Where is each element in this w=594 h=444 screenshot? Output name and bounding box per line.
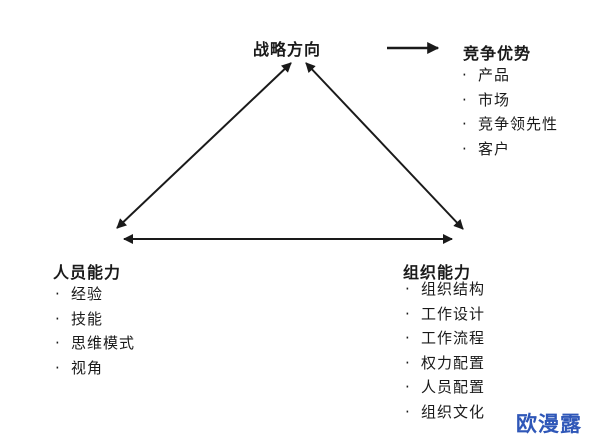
competitive-advantage-title: 竞争优势 bbox=[463, 44, 532, 63]
list-item: ·工作流程 bbox=[405, 326, 485, 351]
list-item: ·权力配置 bbox=[405, 351, 485, 376]
list-item: ·组织结构 bbox=[405, 277, 485, 302]
bullet-icon: · bbox=[55, 309, 61, 328]
bullet-icon: · bbox=[55, 285, 61, 303]
competitive-advantage-list: ·产品 ·市场 ·竞争领先性 ·客户 bbox=[462, 63, 558, 161]
list-item: ·思维模式 bbox=[55, 331, 135, 356]
list-item: ·视角 bbox=[55, 356, 135, 381]
list-item: ·人员配置 bbox=[405, 375, 485, 400]
bullet-icon: · bbox=[462, 66, 468, 84]
list-item: ·产品 bbox=[462, 63, 558, 88]
list-item: ·竞争领先性 bbox=[462, 112, 558, 137]
watermark-logo: 欧漫露 bbox=[516, 412, 582, 436]
people-capability-list: ·经验 ·技能 ·思维模式 ·视角 bbox=[55, 282, 135, 380]
bullet-icon: · bbox=[55, 334, 61, 353]
bullet-icon: · bbox=[405, 280, 411, 298]
bullet-icon: · bbox=[405, 304, 411, 323]
bullet-icon: · bbox=[462, 90, 468, 109]
arrow-strategy-to-organization bbox=[305, 62, 464, 230]
organizational-capability-list: ·组织结构 ·工作设计 ·工作流程 ·权力配置 ·人员配置 ·组织文化 bbox=[405, 277, 485, 425]
bullet-icon: · bbox=[405, 329, 411, 348]
bullet-icon: · bbox=[462, 139, 468, 158]
strategic-direction-title: 战略方向 bbox=[253, 40, 322, 59]
bullet-icon: · bbox=[55, 358, 61, 377]
list-item: ·技能 bbox=[55, 307, 135, 332]
list-item: ·经验 bbox=[55, 282, 135, 307]
arrow-strategy-to-people bbox=[116, 62, 292, 229]
organizational-capability-title: 组织能力 bbox=[403, 263, 472, 282]
bullet-icon: · bbox=[462, 115, 468, 134]
bullet-icon: · bbox=[405, 353, 411, 372]
list-item: ·客户 bbox=[462, 137, 558, 162]
bullet-icon: · bbox=[405, 378, 411, 397]
list-item: ·工作设计 bbox=[405, 302, 485, 327]
list-item: ·组织文化 bbox=[405, 400, 485, 425]
list-item: ·市场 bbox=[462, 88, 558, 113]
bullet-icon: · bbox=[405, 402, 411, 421]
people-capability-title: 人员能力 bbox=[53, 263, 122, 282]
